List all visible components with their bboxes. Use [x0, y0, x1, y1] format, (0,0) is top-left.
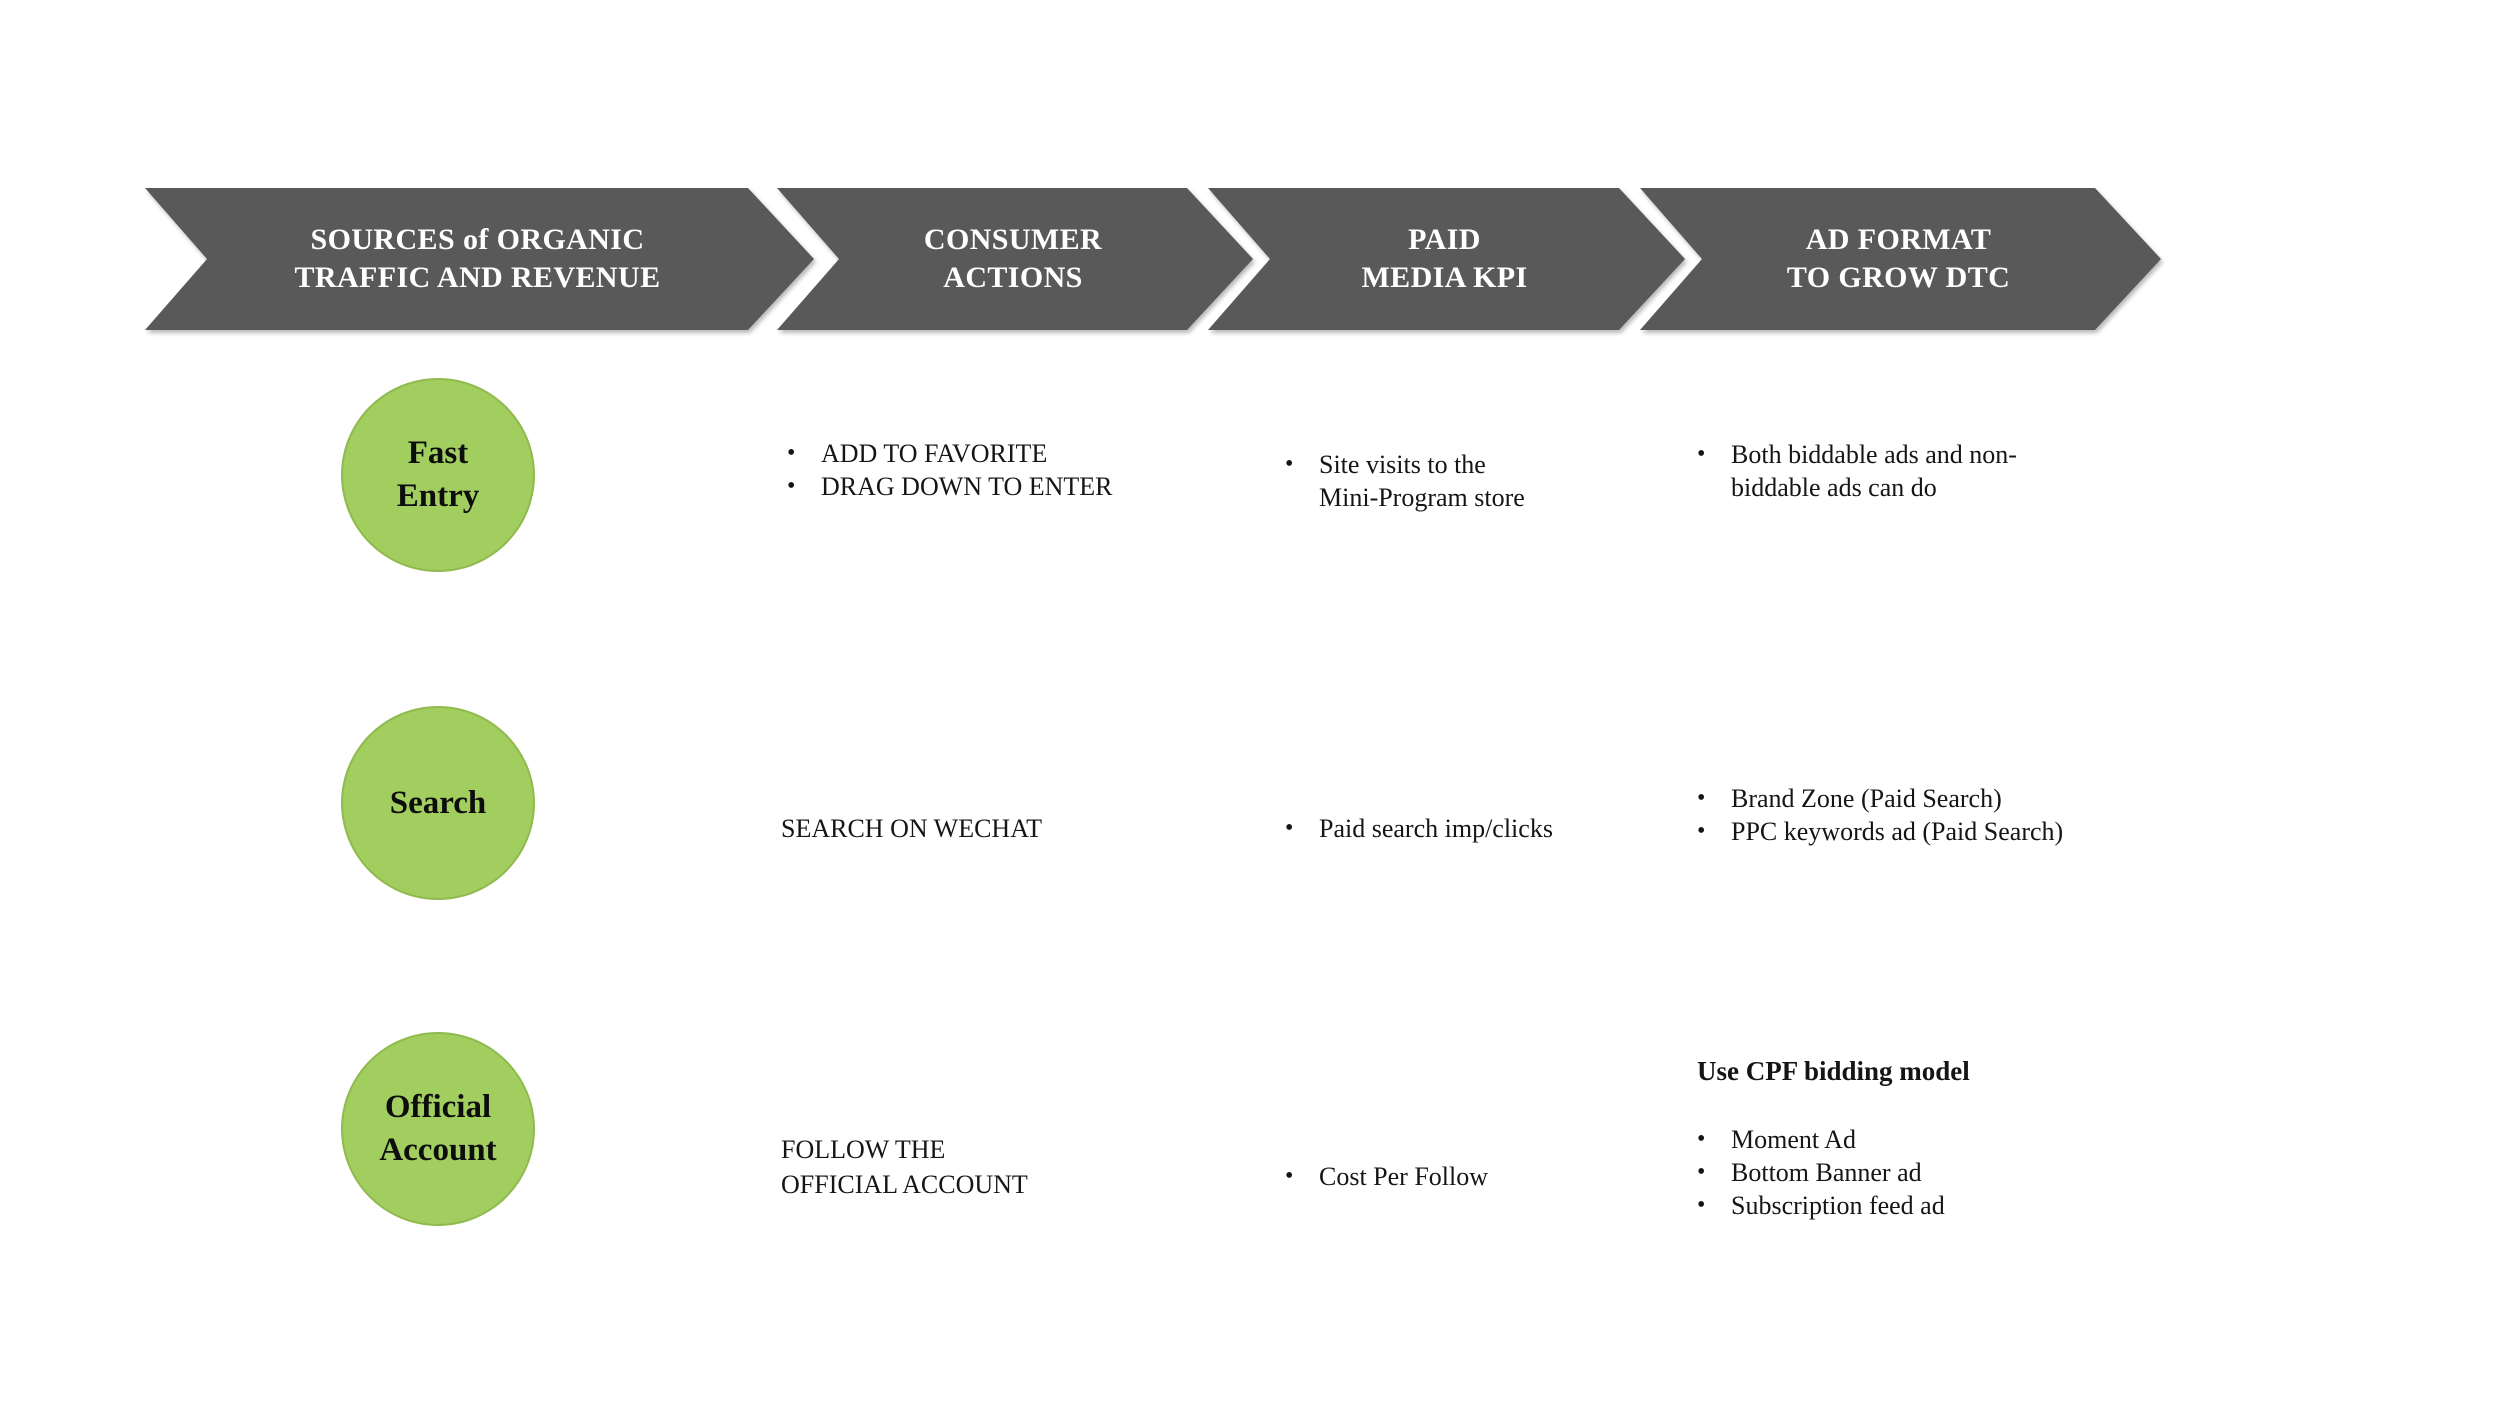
stage-circle-official-account: Official Account — [341, 1032, 535, 1226]
bullet-text: Site visits to the Mini-Program store — [1319, 450, 1525, 512]
bullet-icon: • — [1697, 785, 1706, 811]
circle-label: Official Account — [379, 1089, 497, 1168]
bullet-text: Bottom Banner ad — [1731, 1158, 1922, 1187]
header-arrow-sources-of-organic-traffic: SOURCES of ORGANIC TRAFFIC AND REVENUE — [145, 188, 814, 330]
header-line: PAID — [1408, 223, 1481, 256]
bullet-item: • Moment Ad — [1697, 1123, 2137, 1156]
header-line: TO GROW DTC — [1786, 261, 2011, 294]
bullet-item: • PPC keywords ad (Paid Search) — [1697, 815, 2137, 848]
circle-label: Search — [389, 784, 487, 821]
search-ad-format: • Brand Zone (Paid Search) • PPC keyword… — [1697, 782, 2137, 848]
bullet-icon: • — [1285, 451, 1294, 477]
bullet-item: • Both biddable ads and non-biddable ads… — [1697, 438, 2089, 504]
bullet-icon: • — [787, 440, 796, 466]
header-arrow-ad-format-to-grow-dtc: AD FORMAT TO GROW DTC — [1640, 188, 2161, 330]
bullet-item: • Site visits to the Mini-Program store — [1285, 448, 1537, 514]
chevron-banner-shape: SOURCES of ORGANIC TRAFFIC AND REVENUE — [145, 188, 814, 330]
bullet-item: • Cost Per Follow — [1285, 1160, 1645, 1193]
bullet-icon: • — [1697, 818, 1706, 844]
stage-circle-fast-entry: Fast Entry — [341, 378, 535, 572]
chevron-banner-shape: PAID MEDIA KPI — [1208, 188, 1685, 330]
header-line: SOURCES of ORGANIC — [310, 223, 645, 256]
bullet-item: • ADD TO FAVORITE — [787, 437, 1227, 470]
bullet-icon: • — [1697, 1126, 1706, 1152]
header-line: AD FORMAT — [1805, 223, 1992, 256]
chevron-banner-shape: AD FORMAT TO GROW DTC — [1640, 188, 2161, 330]
header-arrow-consumer-actions: CONSUMER ACTIONS — [777, 188, 1253, 330]
official-account-ad-format: • Moment Ad • Bottom Banner ad • Subscri… — [1697, 1123, 2137, 1222]
fast-entry-consumer-actions: • ADD TO FAVORITE • DRAG DOWN TO ENTER — [787, 437, 1227, 503]
official-account-consumer-actions: FOLLOW THE OFFICIAL ACCOUNT — [781, 1135, 1028, 1199]
bullet-item: • Brand Zone (Paid Search) — [1697, 782, 2137, 815]
fast-entry-ad-format: • Both biddable ads and non-biddable ads… — [1697, 438, 2089, 504]
bullet-text: Brand Zone (Paid Search) — [1731, 784, 2002, 813]
bullet-icon: • — [1697, 1192, 1706, 1218]
header-line: ACTIONS — [943, 261, 1083, 294]
bullet-icon: • — [787, 473, 796, 499]
bullet-text: Cost Per Follow — [1319, 1162, 1489, 1191]
header-line: TRAFFIC AND REVENUE — [294, 261, 661, 294]
header-arrow-paid-media-kpi: PAID MEDIA KPI — [1208, 188, 1685, 330]
fast-entry-paid-media-kpi: • Site visits to the Mini-Program store — [1285, 448, 1537, 514]
bullet-icon: • — [1285, 815, 1294, 841]
bullet-item: • DRAG DOWN TO ENTER — [787, 470, 1227, 503]
header-line: MEDIA KPI — [1361, 261, 1528, 294]
bullet-text: ADD TO FAVORITE — [821, 439, 1048, 468]
header-line: CONSUMER — [923, 223, 1103, 256]
bullet-icon: • — [1697, 441, 1706, 467]
bullet-text: Moment Ad — [1731, 1125, 1856, 1154]
search-consumer-actions: SEARCH ON WECHAT — [781, 814, 1042, 843]
bullet-text: Paid search imp/clicks — [1319, 814, 1553, 843]
cpf-bidding-model-heading: Use CPF bidding model — [1697, 1056, 1970, 1086]
stage-circle-search: Search — [341, 706, 535, 900]
circle-label: Fast Entry — [396, 435, 480, 514]
official-account-paid-media-kpi: • Cost Per Follow — [1285, 1160, 1645, 1193]
bullet-item: • Paid search imp/clicks — [1285, 812, 1645, 845]
bullet-icon: • — [1697, 1159, 1706, 1185]
search-paid-media-kpi: • Paid search imp/clicks — [1285, 812, 1645, 845]
bullet-text: DRAG DOWN TO ENTER — [821, 472, 1113, 501]
bullet-item: • Subscription feed ad — [1697, 1189, 2137, 1222]
bullet-text: PPC keywords ad (Paid Search) — [1731, 817, 2064, 846]
bullet-text: Subscription feed ad — [1731, 1191, 1945, 1220]
chevron-banner-shape: CONSUMER ACTIONS — [777, 188, 1253, 330]
bullet-text: Both biddable ads and non-biddable ads c… — [1731, 440, 2017, 502]
bullet-icon: • — [1285, 1163, 1294, 1189]
bullet-item: • Bottom Banner ad — [1697, 1156, 2137, 1189]
